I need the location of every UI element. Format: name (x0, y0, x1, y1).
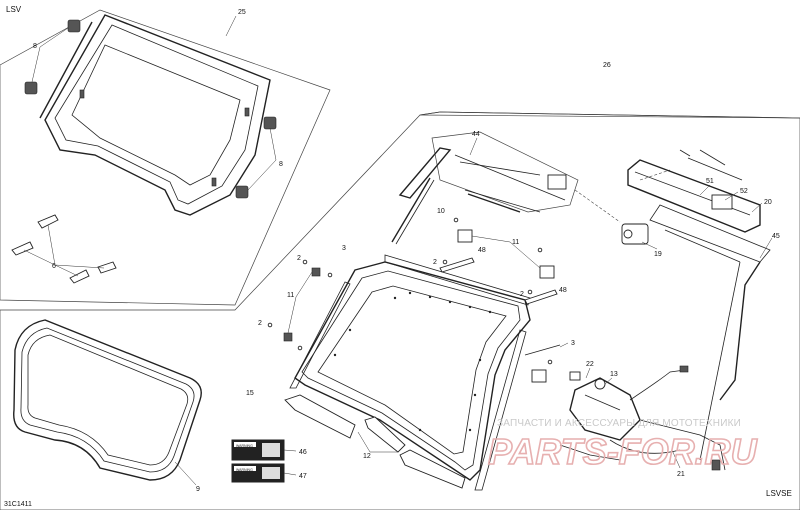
decal-46-text: WARNING (236, 444, 253, 448)
callout-44: 44 (472, 131, 480, 138)
wiper-mounts-11 (439, 217, 558, 305)
decal-47-text: WARNING (236, 468, 253, 472)
callout-3-right: 3 (571, 340, 575, 347)
corner-label-code: 31C1411 (4, 501, 32, 508)
callout-47: 47 (299, 473, 307, 480)
callout-8-right: 8 (279, 161, 283, 168)
leaders-upper-left (23, 15, 277, 277)
callout-51: 51 (706, 178, 714, 185)
callout-6: 6 (52, 263, 56, 270)
bolts-top-right (679, 149, 743, 181)
callout-21: 21 (677, 471, 685, 478)
callout-11-right: 11 (512, 239, 519, 246)
callout-13: 13 (610, 371, 618, 378)
panel-edge (419, 111, 800, 119)
callout-10: 10 (437, 208, 445, 215)
callout-2-d: 2 (520, 291, 524, 298)
callout-52: 52 (740, 188, 748, 195)
wiper-kit-box (431, 131, 579, 213)
watermark-logo: PARTS-FOR.RU (488, 431, 758, 472)
decal-47 (231, 463, 297, 483)
callout-48-bottom: 48 (559, 287, 567, 294)
callout-48-top: 48 (478, 247, 486, 254)
linkage-dash-1 (574, 189, 621, 223)
wiper-assembly-44 (391, 137, 567, 245)
windshield-seal-9 (13, 319, 202, 486)
callout-15: 15 (246, 390, 254, 397)
callout-8-top: 8 (33, 43, 37, 50)
reservoir-52 (627, 159, 763, 233)
callout-19: 19 (654, 251, 662, 258)
wiring-harness-21 (559, 365, 726, 471)
callout-20: 20 (764, 199, 772, 206)
callout-3-left: 3 (342, 245, 346, 252)
panel-lsv-upper (0, 9, 331, 306)
callout-25: 25 (238, 9, 246, 16)
callout-46: 46 (299, 449, 307, 456)
trim-12 (284, 394, 466, 489)
linkage-dash-2 (639, 169, 671, 181)
callout-12: 12 (363, 453, 371, 460)
callout-11-left: 11 (287, 292, 294, 299)
corner-label-lsv: LSV (6, 5, 22, 14)
panel-45 (649, 204, 773, 461)
watermark-tagline: ЗАПЧАСТИ И АКСЕССУАРЫ ДЛЯ МОТОТЕХНИКИ (497, 418, 741, 429)
windshield-lsv (39, 14, 271, 216)
callout-9: 9 (196, 486, 200, 493)
callout-26: 26 (603, 62, 611, 69)
washer-bottle-13 (569, 367, 641, 441)
brackets-11-left (267, 259, 333, 351)
corner-label-lsvse: LSVSE (766, 489, 792, 498)
knob-set-8 (24, 19, 277, 199)
callout-2-b: 2 (258, 320, 262, 327)
washer-motor-19 (621, 223, 658, 250)
callout-2-a: 2 (297, 255, 301, 262)
decal-46 (231, 439, 297, 461)
clip-set-6 (11, 214, 117, 284)
callout-45: 45 (772, 233, 780, 240)
callout-22: 22 (586, 361, 594, 368)
callout-2-c: 2 (433, 259, 437, 266)
bracket-3-right (524, 342, 569, 383)
